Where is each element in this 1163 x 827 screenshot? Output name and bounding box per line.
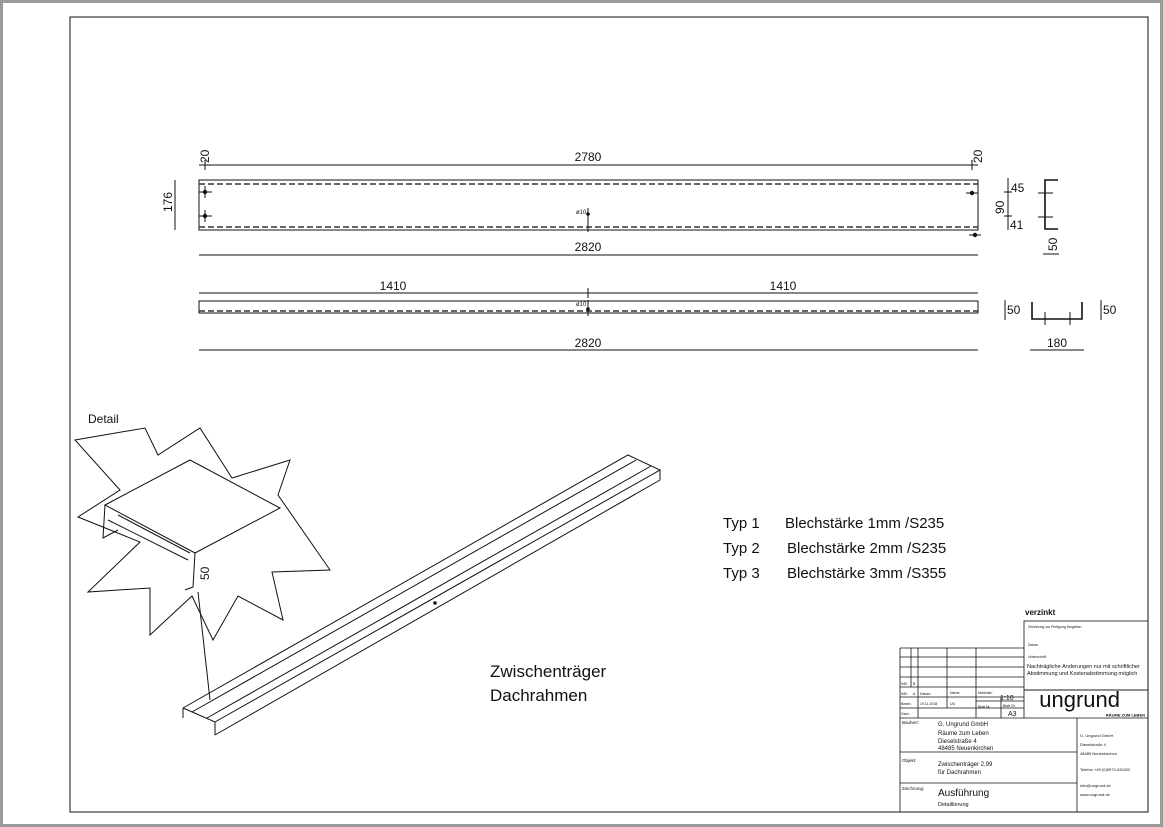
drawing-text: Bearb.:	[901, 702, 912, 706]
objekt-1: Zwischenträger 2.99	[938, 762, 993, 768]
top-view: 2780 20 20 ø10 176 2820	[161, 149, 985, 256]
drawing-text: Bauherr:	[902, 720, 919, 725]
bearb-date: 19.11.2018	[920, 702, 937, 706]
dim-1410-right: 1410	[770, 279, 797, 293]
dim-176: 176	[161, 192, 175, 212]
drawing-text: 48485 Neuenkirchen	[1080, 751, 1117, 756]
type-3-text: Blechstärke 3mm /S355	[787, 565, 946, 582]
sheet-size: A3	[1008, 711, 1017, 718]
dim-50-u-left: 50	[1007, 303, 1021, 317]
index-b-label: IND.	[901, 682, 908, 686]
drawing-line	[102, 504, 119, 539]
approval-text: Zeichnung zur Fertigung freigeben	[1028, 625, 1082, 629]
change-note: Nachträgliche Änderungen nur mit schrift…	[1027, 664, 1140, 677]
bauherr-1: G. Ungrund GmbH	[938, 722, 988, 728]
dim-50-u-right: 50	[1103, 303, 1117, 317]
drawing-line	[1044, 179, 1058, 230]
index-a: A	[913, 692, 916, 696]
dim-2780: 2780	[575, 150, 602, 164]
type-1-text: Blechstärke 1mm /S235	[785, 515, 944, 532]
approval-signature: Unterschrift	[1028, 655, 1046, 659]
drawing-text: Zeichnung:	[902, 786, 924, 791]
drawing-text: Blatt Nr.	[978, 705, 991, 709]
company-logo: ungrund	[1039, 687, 1120, 712]
drawing-subtype: Detaillierung	[938, 802, 969, 808]
type-1-label: Typ 1	[723, 515, 760, 532]
drawing-line	[117, 514, 191, 554]
bauherr-3: Dieselstraße 4	[938, 739, 977, 745]
detail-dim-50: 50	[198, 566, 212, 580]
drawing-line	[214, 479, 661, 736]
dim-45: 45	[1011, 181, 1025, 195]
detail-label: Detail	[88, 412, 119, 426]
type-3-label: Typ 3	[723, 565, 760, 582]
detail-view: Detail 50	[74, 412, 331, 701]
change-note-box: Nachträgliche Änderungen nur mit schrift…	[1027, 664, 1140, 677]
website: www.ungrund.de	[1080, 792, 1111, 797]
part-title-2: Dachrahmen	[490, 686, 587, 705]
type-2-label: Typ 2	[723, 540, 760, 557]
drawing-line	[1031, 302, 1083, 320]
scale-value: 1:10	[1000, 695, 1014, 702]
email: info@ungrund.de	[1080, 783, 1112, 788]
part-title-1: Zwischenträger	[490, 662, 607, 681]
drawing-text: Maßstab:	[978, 691, 993, 695]
sheet-border	[69, 16, 1149, 813]
c-profile-section: 45 90 41 50	[993, 178, 1060, 255]
logo-tagline: RÄUME ZUM LEBEN	[1106, 713, 1145, 718]
drawing-line	[899, 647, 1148, 812]
index-b: B	[913, 682, 916, 686]
drawing-line	[191, 459, 637, 713]
hole-markers	[199, 186, 981, 238]
drawing-text: Blatt Gr.	[1003, 704, 1016, 708]
dim-90: 90	[993, 200, 1007, 214]
drawing-text: Dieselstraße 4	[1080, 742, 1107, 747]
dim-2820-side: 2820	[575, 336, 602, 350]
objekt-2: für Dachrahmen	[938, 770, 981, 776]
hole-label: ø10	[576, 210, 587, 216]
drawing-line	[103, 459, 282, 554]
drawing-text: IND.	[901, 692, 908, 696]
finish-label: verzinkt	[1025, 608, 1056, 617]
drawing-line	[184, 552, 196, 591]
dim-50-c: 50	[1046, 237, 1060, 251]
bauherr-4: 48485 Neuenkirchen	[938, 746, 993, 752]
drawing-line	[433, 601, 437, 605]
drawing-line	[107, 519, 189, 561]
dim-20-left: 20	[198, 149, 212, 163]
title-block: verzinkt Zeichnung zur Fertigung freigeb…	[899, 608, 1149, 813]
dim-20-right: 20	[971, 149, 985, 163]
detail-leader	[197, 591, 211, 701]
isometric-beam	[182, 454, 662, 736]
types-list: Typ 1 Blechstärke 1mm /S235 Typ 2 Blechstä…	[723, 515, 946, 582]
detail-burst	[74, 427, 331, 642]
drawing-text: G. Ungrund GmbH	[1080, 733, 1113, 738]
approval-date: Datum	[1028, 643, 1038, 647]
hole-label-side: ø10	[576, 302, 587, 308]
phone: Telefon +49 (0)5973-934320	[1080, 767, 1131, 772]
drawing-text: Gepr.:	[901, 712, 911, 716]
type-2-text: Blechstärke 2mm /S235	[787, 540, 946, 557]
drawing-text: Name:	[950, 691, 960, 695]
drawing-type: Ausführung	[938, 788, 989, 799]
dim-41: 41	[1010, 218, 1024, 232]
side-view: 1410 1410 ø10 2820	[198, 279, 979, 351]
bearb-name: UG	[950, 702, 956, 706]
dim-1410-left: 1410	[380, 279, 407, 293]
dim-2820: 2820	[575, 240, 602, 254]
drawing-text: Datum:	[920, 692, 931, 696]
u-profile-section: 50 50 180	[1004, 300, 1117, 351]
drawing-text: Objekt:	[902, 758, 916, 763]
bauherr-2: Räume zum Leben	[938, 731, 989, 737]
drawing-line	[206, 465, 652, 719]
dim-180: 180	[1047, 336, 1067, 350]
drawing-line	[900, 718, 1148, 813]
